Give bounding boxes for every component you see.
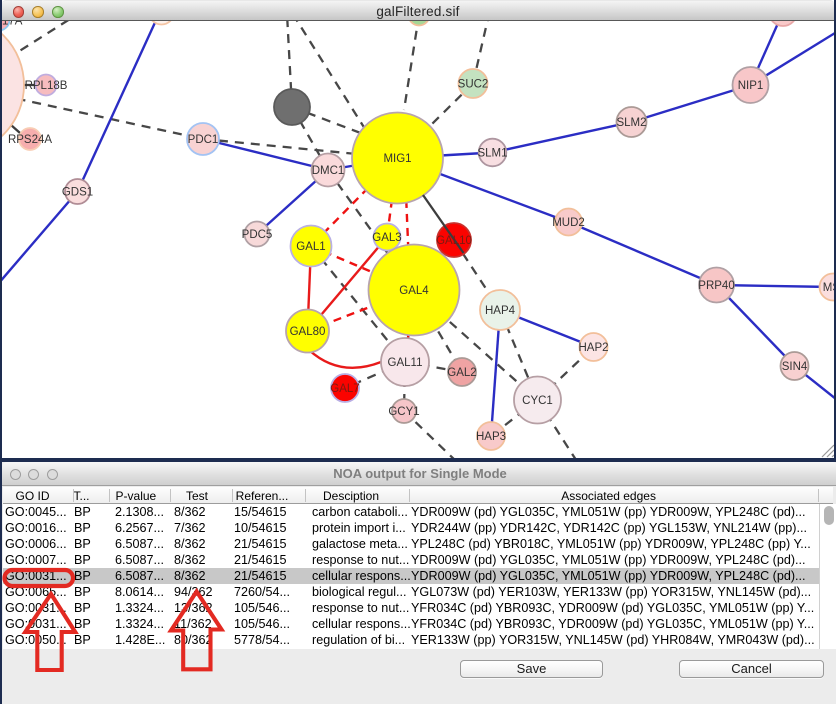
svg-text:GAL11: GAL11 [388,357,423,369]
svg-text:GAL10: GAL10 [436,235,472,247]
svg-text:SIN4: SIN4 [782,361,808,373]
svg-text:GCY1: GCY1 [388,406,419,418]
svg-text:HAP2: HAP2 [578,342,608,354]
svg-text:17A: 17A [2,21,23,28]
svg-text:MSI: MSI [823,282,834,294]
svg-text:HAP4: HAP4 [485,305,516,317]
svg-text:GAL7: GAL7 [330,383,359,395]
svg-text:PDC1: PDC1 [188,134,219,146]
svg-text:PRP40: PRP40 [698,280,734,292]
svg-text:MUD2: MUD2 [552,217,585,229]
svg-text:GAL1: GAL1 [296,241,325,253]
svg-text:MIG1: MIG1 [383,153,411,165]
svg-text:SUC2: SUC2 [458,79,489,91]
svg-text:GDS1: GDS1 [62,187,93,199]
svg-text:GAL4: GAL4 [399,285,429,297]
svg-text:HAP3: HAP3 [476,431,506,443]
svg-text:GAL3: GAL3 [372,232,401,244]
svg-text:GAL80: GAL80 [290,326,326,338]
svg-text:CYC1: CYC1 [522,395,553,407]
svg-text:PDC5: PDC5 [242,229,273,241]
svg-text:NIP1: NIP1 [738,80,764,92]
svg-text:SLM2: SLM2 [616,117,646,129]
svg-text:DMC1: DMC1 [312,165,345,177]
svg-text:RPS24A: RPS24A [8,134,52,146]
svg-text:SLM1: SLM1 [477,148,507,160]
svg-text:GAL2: GAL2 [447,367,476,379]
svg-text:RPL18B: RPL18B [25,80,68,92]
